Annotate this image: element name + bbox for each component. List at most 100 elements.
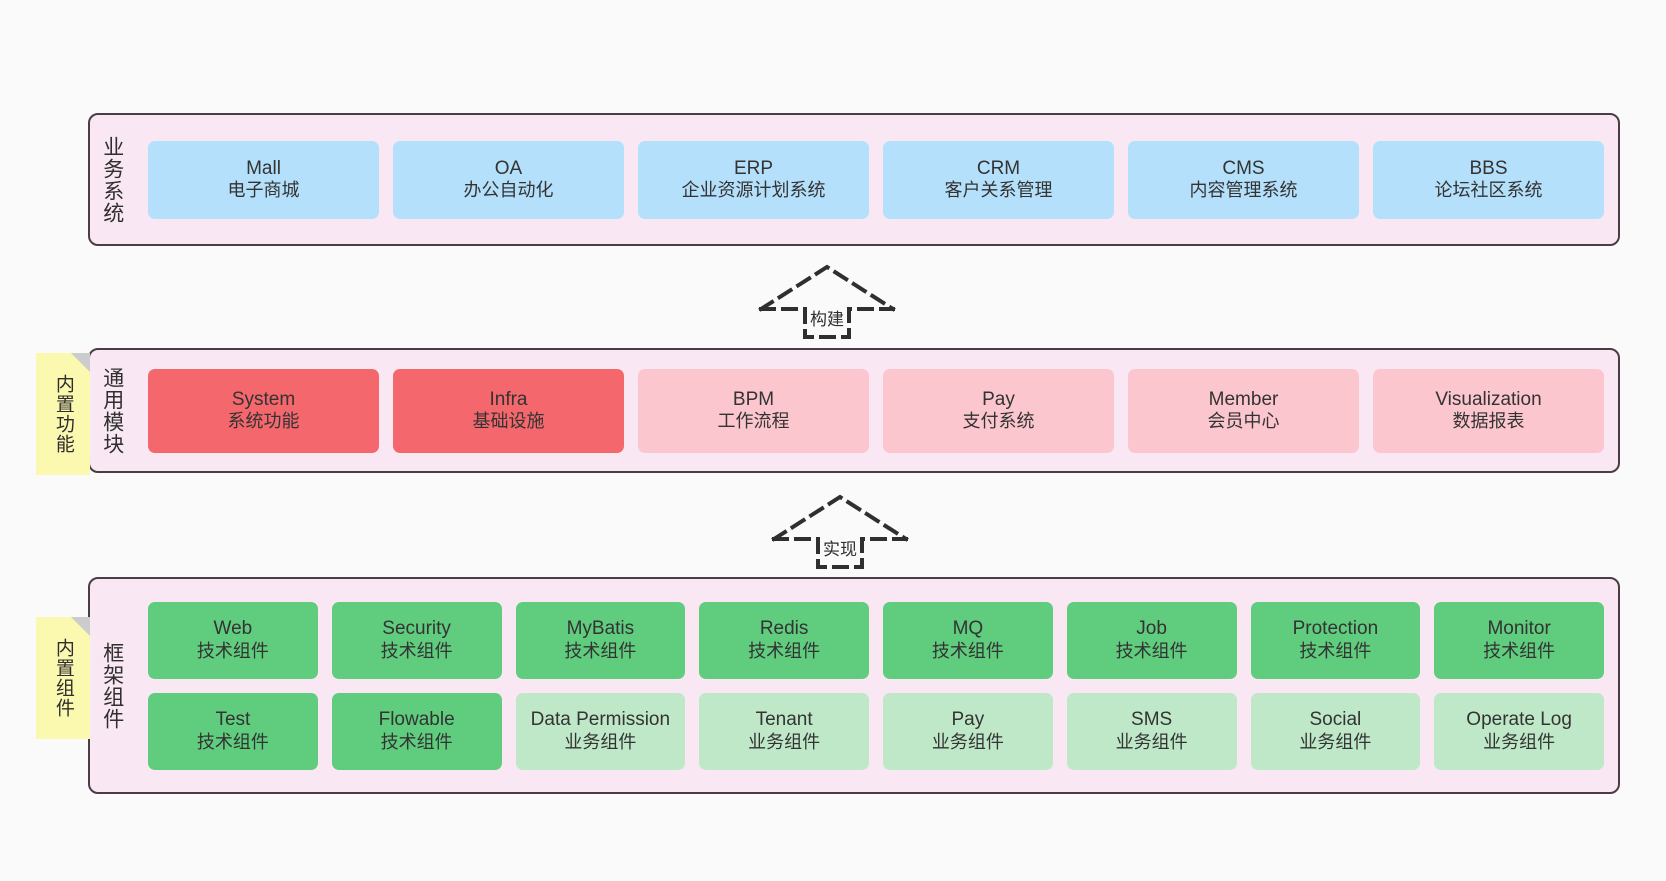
card-redis[interactable]: Redis 技术组件 — [699, 601, 869, 679]
card-monitor[interactable]: Monitor 技术组件 — [1434, 601, 1604, 679]
note-builtin-function: 内置功能 — [36, 353, 90, 475]
card-mybatis[interactable]: MyBatis 技术组件 — [515, 601, 686, 679]
card-tenant[interactable]: Tenant 业务组件 — [699, 692, 869, 770]
card-web[interactable]: Web 技术组件 — [148, 601, 318, 679]
card-title-en: Flowable — [378, 709, 455, 731]
note-fold-corner — [71, 617, 90, 636]
card-oa[interactable]: OA 办公自动化 — [393, 140, 624, 219]
card-erp[interactable]: ERP 企业资源计划系统 — [638, 140, 869, 219]
card-title-en: Infra — [489, 388, 528, 410]
card-title-cn: 企业资源计划系统 — [681, 180, 826, 201]
card-title-cn: 会员中心 — [1207, 411, 1280, 432]
card-title-cn: 技术组件 — [1483, 640, 1556, 661]
card-title-en: Operate Log — [1466, 709, 1572, 731]
card-title-cn: 技术组件 — [380, 731, 453, 752]
card-title-en: Social — [1309, 709, 1362, 731]
card-cms[interactable]: CMS 内容管理系统 — [1128, 140, 1359, 219]
layer-framework-component: 框架组件 Web 技术组件 Security 技术组件 MyBatis 技术组件… — [88, 577, 1620, 794]
card-title-cn: 技术组件 — [1115, 640, 1188, 661]
layer-title-business-system: 业务系统 — [100, 135, 124, 224]
card-title-cn: 业务组件 — [1483, 731, 1556, 752]
card-operate-log[interactable]: Operate Log 业务组件 — [1434, 692, 1604, 770]
note-fold-corner — [71, 353, 90, 372]
card-system[interactable]: System 系统功能 — [148, 368, 379, 453]
card-title-en: Member — [1208, 388, 1279, 410]
card-title-cn: 客户关系管理 — [944, 180, 1053, 201]
card-title-en: Pay — [951, 709, 985, 731]
layer-body-common-module: System 系统功能 Infra 基础设施 BPM 工作流程 Pay 支付系统… — [134, 350, 1618, 471]
note-label: 内置功能 — [52, 374, 74, 454]
card-mq[interactable]: MQ 技术组件 — [883, 601, 1053, 679]
card-title-en: MQ — [952, 618, 984, 640]
card-title-en: BBS — [1469, 157, 1508, 179]
card-test[interactable]: Test 技术组件 — [148, 692, 318, 770]
card-title-en: BPM — [732, 388, 775, 410]
card-pay-business[interactable]: Pay 业务组件 — [883, 692, 1053, 770]
card-crm[interactable]: CRM 客户关系管理 — [883, 140, 1114, 219]
card-title-cn: 技术组件 — [748, 640, 821, 661]
card-visualization[interactable]: Visualization 数据报表 — [1373, 368, 1604, 453]
layer-business-system: 业务系统 Mall 电子商城 OA 办公自动化 ERP 企业资源计划系统 CRM… — [88, 113, 1620, 246]
card-title-cn: 论坛社区系统 — [1434, 180, 1543, 201]
card-mall[interactable]: Mall 电子商城 — [148, 140, 379, 219]
card-title-cn: 业务组件 — [1115, 731, 1188, 752]
card-title-en: System — [231, 388, 296, 410]
note-builtin-component: 内置组件 — [36, 617, 90, 739]
card-title-en: CMS — [1222, 157, 1265, 179]
card-title-en: Mall — [246, 157, 281, 179]
card-title-en: SMS — [1131, 709, 1173, 731]
card-title-en: Job — [1136, 618, 1167, 640]
card-title-cn: 技术组件 — [931, 640, 1004, 661]
card-title-en: Tenant — [755, 709, 813, 731]
card-bbs[interactable]: BBS 论坛社区系统 — [1373, 140, 1604, 219]
framework-row-technical: Web 技术组件 Security 技术组件 MyBatis 技术组件 Redi… — [148, 601, 1604, 679]
card-title-cn: 技术组件 — [380, 640, 453, 661]
connector-implement: 实现 — [770, 493, 910, 571]
connector-label-implement: 实现 — [823, 540, 857, 559]
card-pay[interactable]: Pay 支付系统 — [883, 368, 1114, 453]
card-title-cn: 技术组件 — [196, 731, 269, 752]
note-label: 内置组件 — [52, 638, 74, 718]
card-title-en: Monitor — [1487, 618, 1551, 640]
card-title-cn: 业务组件 — [931, 731, 1004, 752]
card-title-en: Visualization — [1435, 388, 1542, 410]
card-title-cn: 基础设施 — [472, 411, 545, 432]
card-protection[interactable]: Protection 技术组件 — [1250, 601, 1421, 679]
card-title-en: MyBatis — [566, 618, 635, 640]
layer-title-common-module: 通用模块 — [100, 366, 124, 455]
card-title-cn: 技术组件 — [564, 640, 637, 661]
card-member[interactable]: Member 会员中心 — [1128, 368, 1359, 453]
card-title-en: CRM — [976, 157, 1021, 179]
card-title-cn: 办公自动化 — [463, 180, 554, 201]
card-bpm[interactable]: BPM 工作流程 — [638, 368, 869, 453]
card-security[interactable]: Security 技术组件 — [331, 601, 502, 679]
card-title-en: Data Permission — [530, 709, 671, 731]
card-social[interactable]: Social 业务组件 — [1250, 692, 1421, 770]
card-title-cn: 内容管理系统 — [1189, 180, 1298, 201]
card-title-cn: 业务组件 — [748, 731, 821, 752]
layer-body-framework-component: Web 技术组件 Security 技术组件 MyBatis 技术组件 Redi… — [134, 579, 1618, 792]
card-sms[interactable]: SMS 业务组件 — [1066, 692, 1237, 770]
card-title-en: Protection — [1292, 618, 1379, 640]
layer-body-business-system: Mall 电子商城 OA 办公自动化 ERP 企业资源计划系统 CRM 客户关系… — [134, 115, 1618, 244]
card-data-permission[interactable]: Data Permission 业务组件 — [515, 692, 686, 770]
card-title-en: Pay — [982, 388, 1015, 410]
card-job[interactable]: Job 技术组件 — [1066, 601, 1237, 679]
card-title-en: Redis — [759, 618, 809, 640]
card-title-en: OA — [494, 157, 523, 179]
connector-build: 构建 — [757, 263, 897, 341]
card-flowable[interactable]: Flowable 技术组件 — [331, 692, 502, 770]
card-title-en: Test — [215, 709, 251, 731]
card-title-cn: 技术组件 — [196, 640, 269, 661]
card-title-cn: 系统功能 — [227, 411, 300, 432]
card-infra[interactable]: Infra 基础设施 — [393, 368, 624, 453]
card-title-cn: 工作流程 — [717, 411, 790, 432]
card-title-cn: 数据报表 — [1452, 411, 1525, 432]
card-title-cn: 技术组件 — [1299, 640, 1372, 661]
card-title-cn: 电子商城 — [227, 180, 300, 201]
layer-common-module: 通用模块 System 系统功能 Infra 基础设施 BPM 工作流程 Pay… — [88, 348, 1620, 473]
card-title-cn: 支付系统 — [962, 411, 1035, 432]
card-title-en: ERP — [733, 157, 774, 179]
card-title-cn: 业务组件 — [564, 731, 637, 752]
